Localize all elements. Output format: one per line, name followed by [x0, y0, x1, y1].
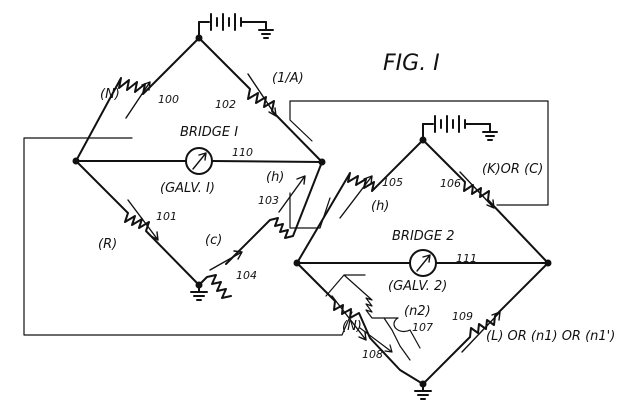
bridge1-arm-bottom-left [75, 160, 200, 286]
bridge2-arm-top-right [422, 139, 549, 264]
resistor-109-name: (L) OR (n1) OR (n1') [486, 329, 615, 344]
wire-left-loop [23, 137, 353, 336]
variable-arrow-103 [278, 175, 306, 213]
galvanometer-2-ref: 111 [456, 252, 477, 265]
variable-arrow-100 [125, 81, 151, 119]
galvanometer-1-ref: 110 [232, 146, 253, 159]
galvanometer-2-needle-icon [416, 254, 431, 272]
bridge2-inner-arrow [359, 327, 393, 353]
variable-arrow-105 [339, 175, 373, 219]
bridge2-arm-bottom-left [296, 262, 424, 385]
resistor-102-name: (1/A) [272, 71, 304, 86]
resistor-105-name: (h) [371, 199, 389, 214]
wire-feedback-right [289, 100, 549, 206]
bridge-1: BRIDGE I (GALV. I) 110 (N) 100 (1/A) 102… [72, 13, 326, 301]
resistor-103-ref: 103 [258, 194, 279, 207]
variable-arrow-102 [247, 73, 277, 117]
bridge1-galv-wire-right [211, 160, 323, 163]
resistor-103-name: (h) [266, 170, 284, 185]
interconnect-wiring [23, 100, 549, 336]
resistor-100-name: (N) [100, 87, 120, 102]
resistor-104-ref: 104 [236, 269, 257, 282]
resistor-102-ref: 102 [215, 98, 236, 111]
resistor-108-name: (N) [342, 319, 362, 334]
resistor-107-name: (n2) [404, 304, 431, 319]
galvanometer-2-label: (GALV. 2) [388, 279, 447, 294]
galvanometer-1-needle-icon [192, 152, 207, 170]
bridge2-inner-network [325, 274, 421, 361]
variable-arrow-104 [209, 250, 243, 271]
bridge1-arm-top-left [75, 37, 200, 162]
resistor-109-ref: 109 [452, 310, 473, 323]
resistor-106-ref: 106 [440, 177, 461, 190]
galvanometer-1 [185, 147, 213, 175]
bridge2-arm-top-left [296, 139, 424, 264]
resistor-106-name: (K)OR (C) [482, 162, 543, 177]
galvanometer-2 [409, 249, 437, 277]
variable-arrow-101 [127, 199, 159, 241]
bridge-2: BRIDGE 2 (GALV. 2) 111 (h) 105 (K)OR (C)… [293, 115, 615, 400]
ground-icon [190, 284, 208, 301]
resistor-101-name: (R) [98, 237, 117, 252]
resistor-105-ref: 105 [382, 176, 403, 189]
resistor-107-ref: 107 [412, 321, 433, 334]
resistor-108-ref: 108 [362, 348, 383, 361]
resistor-104-name: (c) [205, 233, 222, 248]
galvanometer-1-label: (GALV. I) [160, 181, 215, 196]
battery-1-icon [210, 13, 242, 31]
ground-icon [258, 21, 274, 39]
ground-icon [482, 123, 498, 141]
resistor-101-ref: 101 [156, 210, 177, 223]
bridge2-arm-bottom-right [422, 262, 549, 385]
ground-icon [414, 383, 432, 400]
wire-103-105 [289, 192, 331, 229]
resistor-100-ref: 100 [158, 93, 179, 106]
bridge1-arm-bottom-right [198, 161, 323, 299]
bridge1-title: BRIDGE I [180, 125, 238, 140]
bridge1-arm-top-right [198, 37, 323, 163]
figure-title: FIG. I [383, 51, 440, 76]
bridge2-title: BRIDGE 2 [392, 229, 455, 244]
battery-2-icon [434, 115, 466, 133]
variable-arrow-106 [459, 171, 495, 209]
variable-arrow-109 [461, 311, 501, 353]
